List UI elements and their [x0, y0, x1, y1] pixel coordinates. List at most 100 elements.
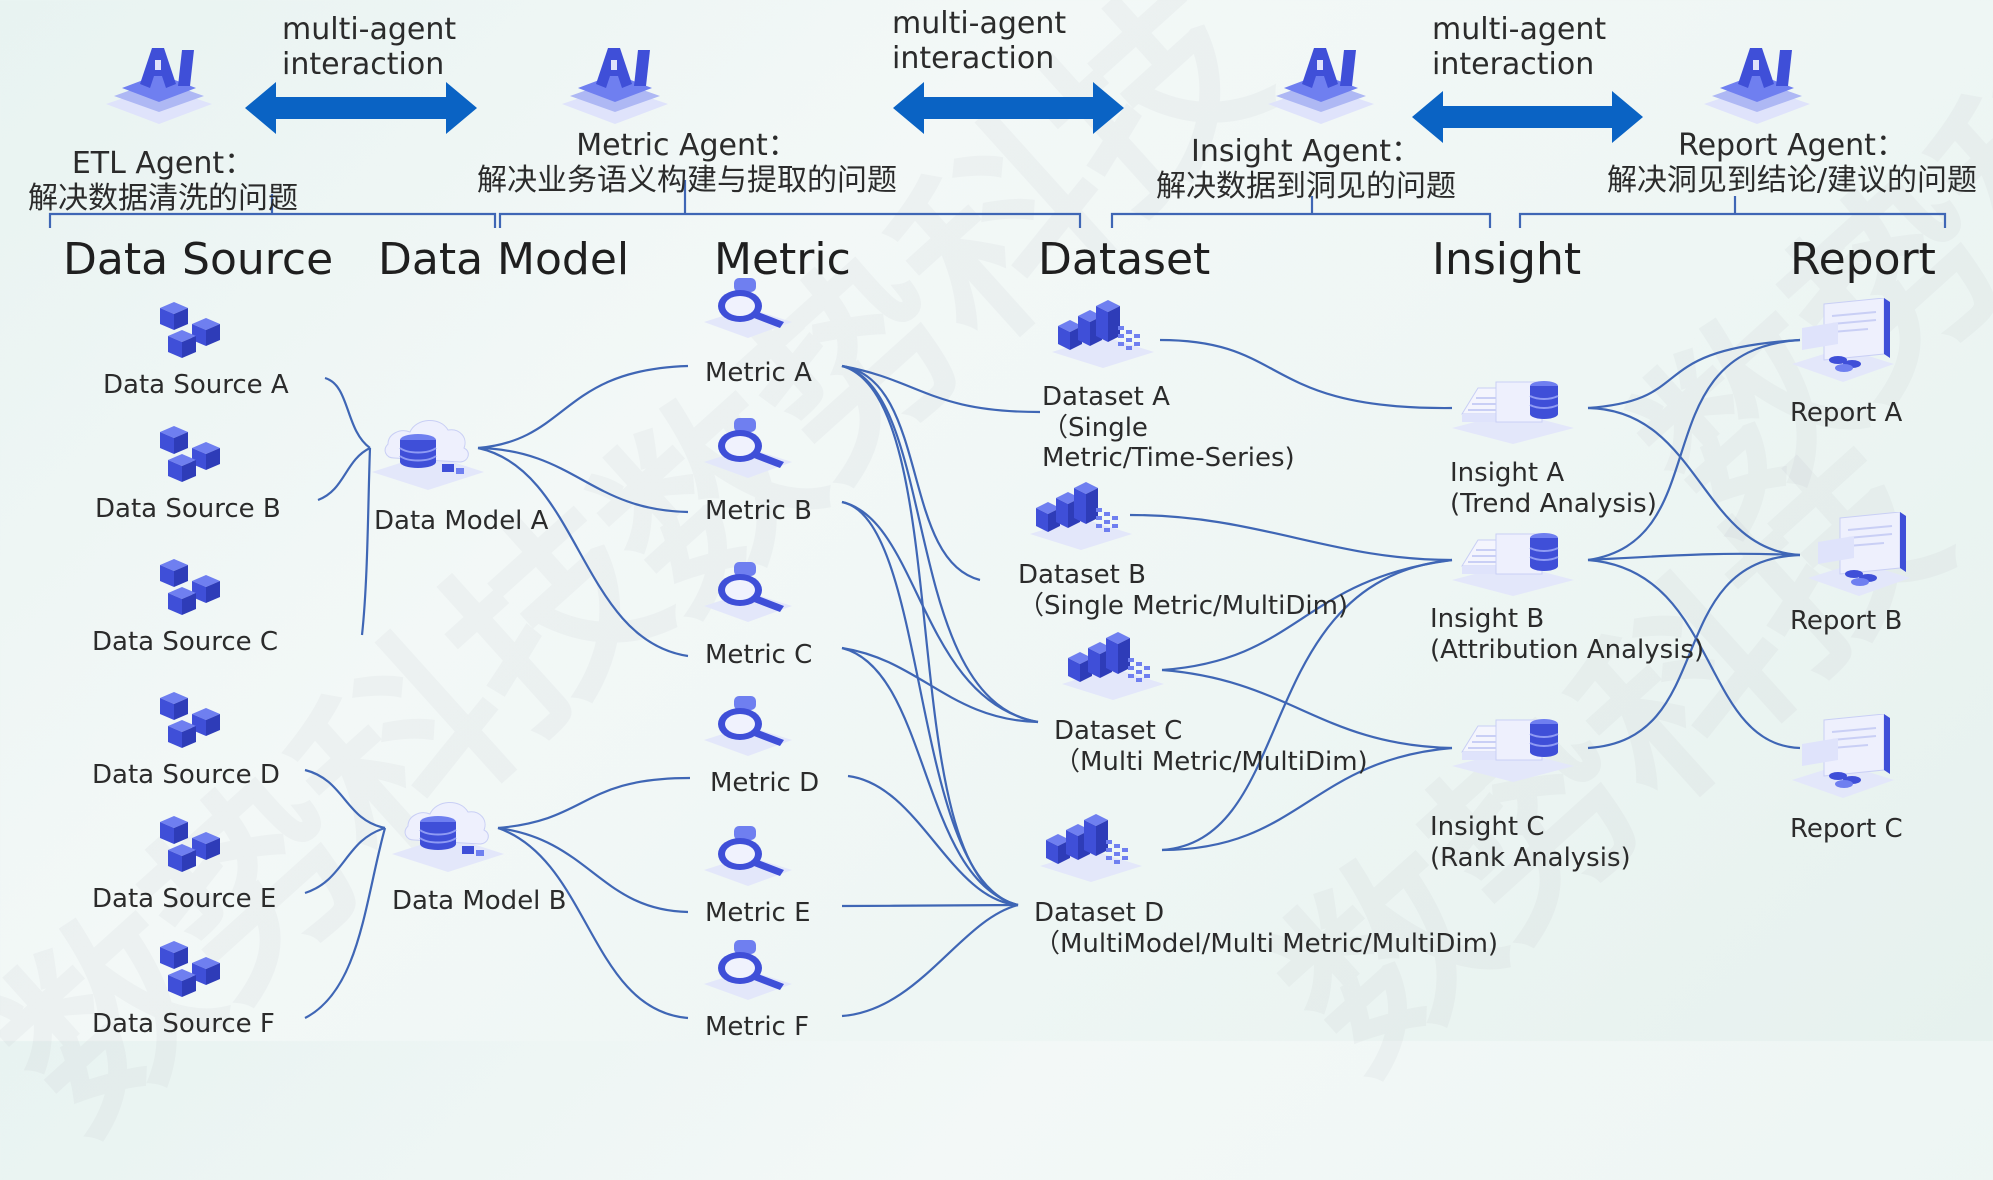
- interaction-label: multi-agent interaction: [892, 6, 1067, 77]
- wire-modelA-metricC: [477, 446, 689, 658]
- metric-label: Metric E: [705, 898, 811, 928]
- insight-agent-label: Insight Agent： 解决数据到洞见的问题: [1156, 134, 1456, 205]
- data-source-label: Data Source E: [92, 884, 277, 914]
- double-arrow-icon: [893, 82, 1124, 134]
- header-data-source: Data Source: [63, 234, 334, 285]
- wire-modelA-metricA: [477, 364, 689, 450]
- header-insight: Insight: [1432, 234, 1582, 285]
- magnifier-icon: [700, 272, 796, 344]
- wire-datasetD-insightC: [1161, 746, 1453, 852]
- wire-metricA-datasetD: [841, 364, 1019, 907]
- cubes-icon: [154, 812, 226, 880]
- data-blocks-icon: [1048, 296, 1158, 372]
- dataset-label: Dataset B （Single Metric/MultiDim): [1018, 560, 1349, 621]
- cubes-icon: [154, 298, 226, 366]
- wire-insightB-reportC: [1587, 558, 1801, 750]
- data-source-label: Data Source D: [92, 760, 280, 790]
- data-blocks-icon: [1058, 628, 1168, 704]
- insight-label: Insight C (Rank Analysis): [1430, 812, 1631, 873]
- wire-insightB-reportB: [1587, 552, 1801, 562]
- cubes-icon: [154, 688, 226, 756]
- dataset-label: Dataset D （MultiModel/Multi Metric/Multi…: [1034, 898, 1499, 959]
- wire-modelB-metricD: [497, 776, 691, 830]
- metric-label: Metric C: [705, 640, 813, 670]
- double-arrow-icon: [245, 82, 477, 134]
- wire-datasetC-insightB: [1161, 558, 1453, 672]
- wire-metricA-datasetA: [841, 364, 1041, 414]
- data-model-label: Data Model A: [374, 506, 549, 536]
- magnifier-icon: [700, 934, 796, 1006]
- magnifier-icon: [700, 412, 796, 484]
- data-source-label: Data Source A: [103, 370, 289, 400]
- data-model-label: Data Model B: [392, 886, 567, 916]
- wire-sourceD-modelB: [304, 768, 386, 830]
- header-data-model: Data Model: [378, 234, 630, 285]
- wire-metricE-datasetD: [841, 903, 1019, 908]
- insight-bracket: [1110, 196, 1492, 228]
- etl-bracket: [48, 194, 497, 228]
- data-source-label: Data Source C: [92, 627, 279, 657]
- wire-insightB-reportA: [1587, 338, 1801, 562]
- ai-robot-icon: [556, 42, 674, 126]
- wire-metricB-datasetD: [841, 500, 1019, 907]
- insight-label: Insight A (Trend Analysis): [1450, 458, 1657, 519]
- wire-insightA-reportA: [1587, 338, 1801, 410]
- wire-metricB-datasetC: [841, 500, 1039, 724]
- wire-metricF-datasetD: [841, 903, 1019, 1018]
- header-report: Report: [1790, 234, 1936, 285]
- ai-robot-icon: [100, 42, 218, 126]
- metric-agent-label: Metric Agent： 解决业务语义构建与提取的问题: [477, 128, 897, 199]
- metric-label: Metric A: [705, 358, 812, 388]
- wire-metricA-datasetC: [841, 364, 1039, 724]
- wire-datasetC-insightC: [1161, 668, 1453, 750]
- magnifier-icon: [700, 556, 796, 628]
- data-blocks-icon: [1036, 810, 1146, 886]
- cubes-icon: [154, 555, 226, 623]
- wire-modelB-metricF: [497, 826, 689, 1020]
- data-source-label: Data Source F: [92, 1009, 275, 1039]
- wire-metricC-datasetC: [841, 646, 1039, 724]
- wire-metricD-datasetD: [847, 774, 1019, 907]
- wire-metricA-datasetB: [841, 364, 981, 582]
- wire-datasetB-insightB: [1129, 513, 1453, 562]
- magnifier-icon: [700, 690, 796, 762]
- server-insight-icon: [1448, 520, 1578, 600]
- dataset-label: Dataset C （Multi Metric/MultiDim): [1054, 716, 1368, 777]
- wire-insightC-reportB: [1587, 553, 1801, 750]
- report-label: Report A: [1790, 398, 1903, 428]
- magnifier-icon: [700, 820, 796, 892]
- report-screen-icon: [1788, 297, 1898, 386]
- connection-lines: [48, 82, 1947, 1020]
- wire-insightA-reportB: [1587, 406, 1801, 557]
- wire-modelB-metricE: [497, 826, 689, 914]
- database-cloud-icon: [388, 792, 508, 876]
- interaction-label: multi-agent interaction: [282, 12, 457, 83]
- interaction-label: multi-agent interaction: [1432, 12, 1607, 83]
- dataset-label: Dataset A （Single Metric/Time-Series): [1042, 382, 1295, 474]
- wire-datasetD-insightB: [1161, 558, 1453, 852]
- ai-robot-icon: [1698, 42, 1816, 126]
- wire-metricC-datasetD: [841, 646, 1019, 907]
- cubes-icon: [154, 422, 226, 490]
- server-insight-icon: [1448, 368, 1578, 448]
- report-agent-label: Report Agent： 解决洞见到结论/建议的问题: [1606, 128, 1978, 199]
- report-screen-icon: [1788, 713, 1898, 802]
- report-screen-icon: [1804, 511, 1914, 600]
- metric-label: Metric D: [710, 768, 820, 798]
- database-cloud-icon: [368, 410, 488, 494]
- report-bracket: [1518, 196, 1947, 228]
- ai-robot-icon: [1262, 42, 1380, 126]
- report-label: Report C: [1790, 814, 1903, 844]
- insight-label: Insight B (Attribution Analysis): [1430, 604, 1705, 665]
- double-arrow-icon: [1412, 91, 1643, 143]
- metric-bracket: [498, 180, 1082, 228]
- data-blocks-icon: [1026, 478, 1136, 554]
- wire-sourceE-modelB: [304, 826, 386, 895]
- data-source-label: Data Source B: [95, 494, 281, 524]
- wire-datasetA-insightA: [1159, 338, 1453, 410]
- wire-sourceA-modelA: [324, 376, 371, 449]
- etl-agent-label: ETL Agent： 解决数据清洗的问题: [28, 146, 298, 217]
- wire-sourceC-modelA: [360, 447, 372, 636]
- metric-label: Metric B: [705, 496, 812, 526]
- wire-modelA-metricB: [477, 446, 689, 514]
